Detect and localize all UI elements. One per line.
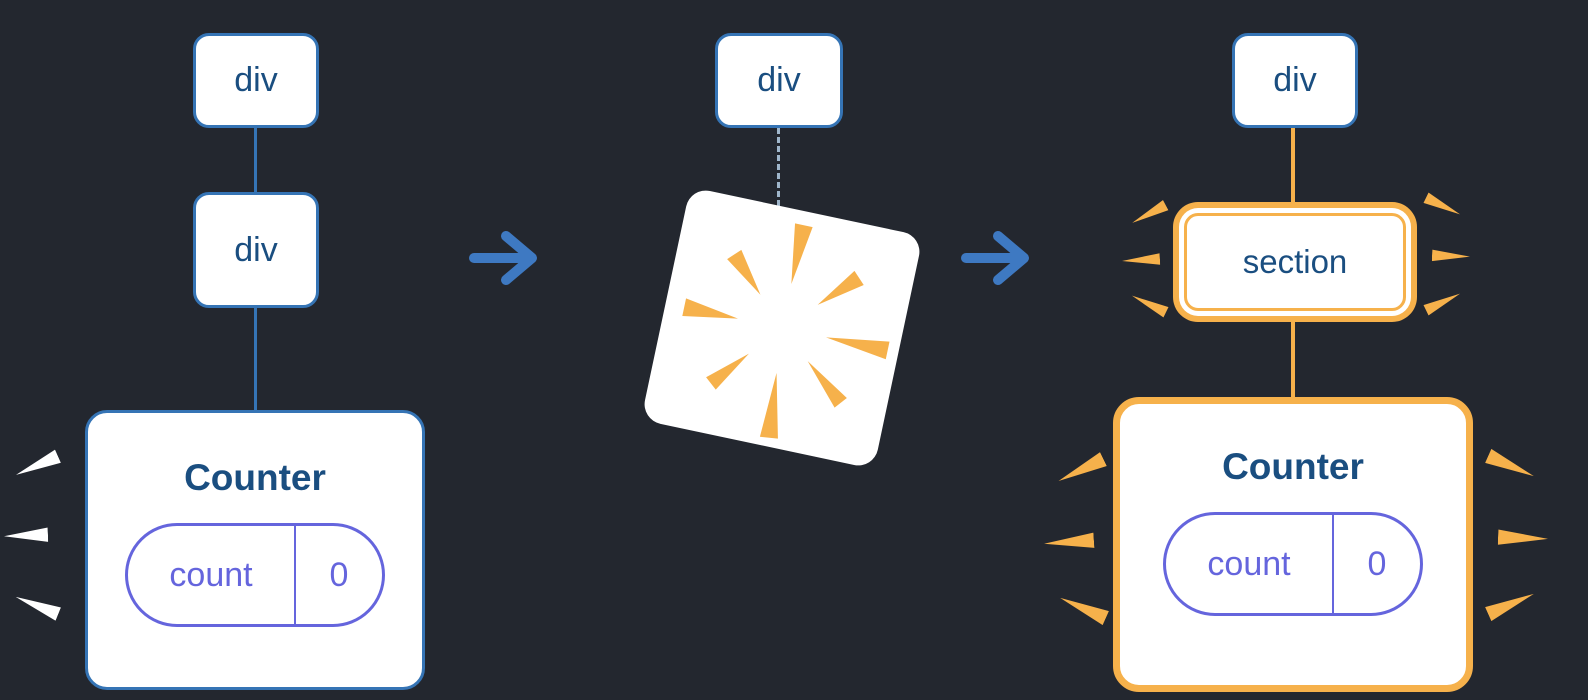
burst-mark-icon	[1485, 449, 1537, 484]
deleted-subtree-card	[640, 186, 924, 470]
state-value: 0	[329, 555, 349, 594]
node-label: div	[234, 61, 278, 99]
tree-edge-highlight	[1291, 122, 1295, 212]
right-counter-card: Counter count 0	[1113, 397, 1473, 692]
left-counter-card: Counter count 0	[85, 410, 425, 690]
flow-arrow-icon	[469, 231, 537, 285]
state-pill: count 0	[1163, 512, 1423, 616]
node-label: div	[234, 230, 278, 269]
state-key: count	[128, 526, 296, 624]
state-key: count	[1166, 515, 1334, 613]
component-title: Counter	[184, 457, 326, 498]
right-section-node: section	[1184, 213, 1406, 311]
burst-mark-icon	[13, 590, 61, 621]
burst-mark-icon	[1044, 532, 1095, 551]
node-label: div	[757, 61, 801, 99]
tree-edge	[254, 120, 257, 196]
burst-mark-icon	[1122, 253, 1161, 267]
deletion-starburst-icon	[682, 223, 890, 439]
left-root-div-node: div	[193, 33, 319, 128]
left-child-div-node: div	[193, 192, 319, 308]
tree-edge-highlight	[1291, 318, 1295, 402]
burst-mark-icon	[1055, 452, 1107, 488]
burst-mark-icon	[1423, 192, 1462, 219]
state-pill: count 0	[125, 523, 385, 627]
flow-arrow-icon	[961, 231, 1029, 285]
burst-mark-icon	[1432, 249, 1470, 262]
burst-mark-icon	[1485, 587, 1537, 622]
burst-mark-icon	[4, 527, 48, 544]
right-root-div-node: div	[1232, 33, 1358, 128]
node-label: div	[1273, 61, 1317, 99]
burst-mark-icon	[1129, 200, 1168, 228]
burst-mark-icon	[13, 449, 61, 481]
burst-mark-icon	[1423, 288, 1462, 315]
burst-mark-icon	[1498, 529, 1549, 547]
tree-edge	[254, 304, 257, 414]
burst-mark-icon	[1129, 290, 1168, 317]
node-label: section	[1242, 243, 1348, 280]
tree-edge-dashed	[777, 128, 780, 206]
component-title: Counter	[1222, 446, 1364, 487]
state-value: 0	[1367, 544, 1387, 583]
middle-root-div-node: div	[715, 33, 843, 128]
burst-mark-icon	[1057, 591, 1109, 626]
